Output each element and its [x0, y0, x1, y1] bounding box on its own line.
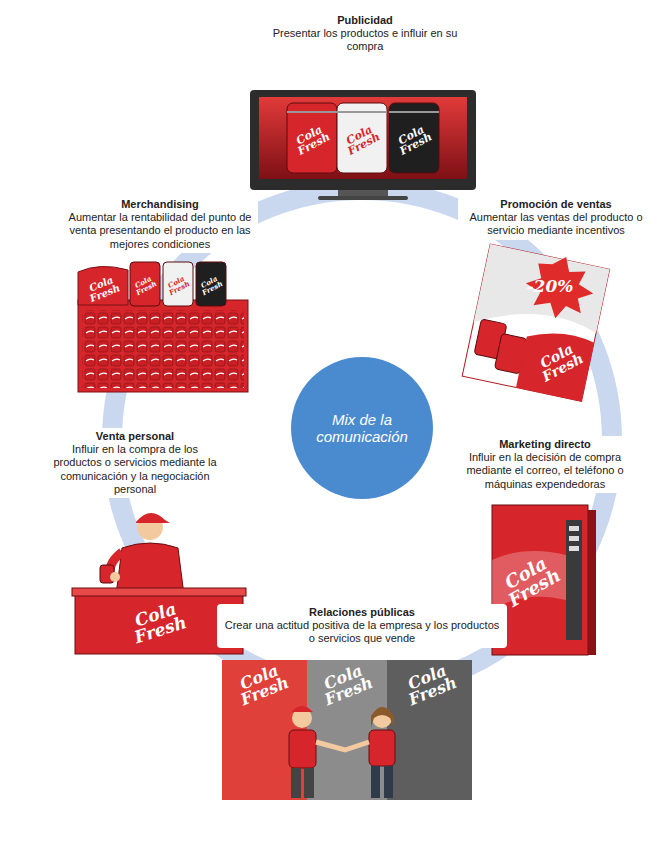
- block-heading: Marketing directo: [460, 438, 630, 451]
- block-heading: Mix de la comunicación: [305, 411, 419, 446]
- center-circle: Mix de la comunicación: [290, 356, 434, 500]
- merchandising-block: MerchandisingAumentar la rentabilidad de…: [62, 196, 258, 253]
- promotion-block: Promoción de ventasAumentar las ventas d…: [458, 196, 654, 240]
- public-relations-block: Relaciones públicasCrear una actitud pos…: [217, 604, 507, 648]
- publicity-block: PublicidadPresentar los productos e infl…: [265, 12, 465, 56]
- center-circle-fill: [291, 357, 433, 499]
- shelf-display: [78, 262, 248, 392]
- promo-flyer: [462, 241, 610, 401]
- personal-selling-block: Venta personalInfluir en la compra de lo…: [45, 428, 225, 498]
- block-description: Presentar los productos e influir en su …: [270, 27, 460, 53]
- block-heading: Venta personal: [50, 430, 220, 443]
- block-heading: Publicidad: [270, 14, 460, 27]
- direct-marketing-block: Marketing directoInfluir en la decisión …: [455, 436, 635, 493]
- block-description: Aumentar las ventas del producto o servi…: [463, 211, 649, 237]
- block-description: Influir en la compra de los productos o …: [50, 443, 220, 496]
- block-description: Crear una actitud positiva de la empresa…: [222, 619, 502, 645]
- vending-machine: [492, 505, 596, 655]
- block-description: Aumentar la rentabilidad del punto de ve…: [67, 211, 253, 251]
- block-heading: Promoción de ventas: [463, 198, 649, 211]
- tv-screen: [250, 90, 476, 200]
- block-heading: Relaciones públicas: [222, 606, 502, 619]
- discount-badge: -20%: [520, 278, 580, 294]
- block-heading: Merchandising: [67, 198, 253, 211]
- block-description: Influir en la decisión de compra mediant…: [460, 451, 630, 491]
